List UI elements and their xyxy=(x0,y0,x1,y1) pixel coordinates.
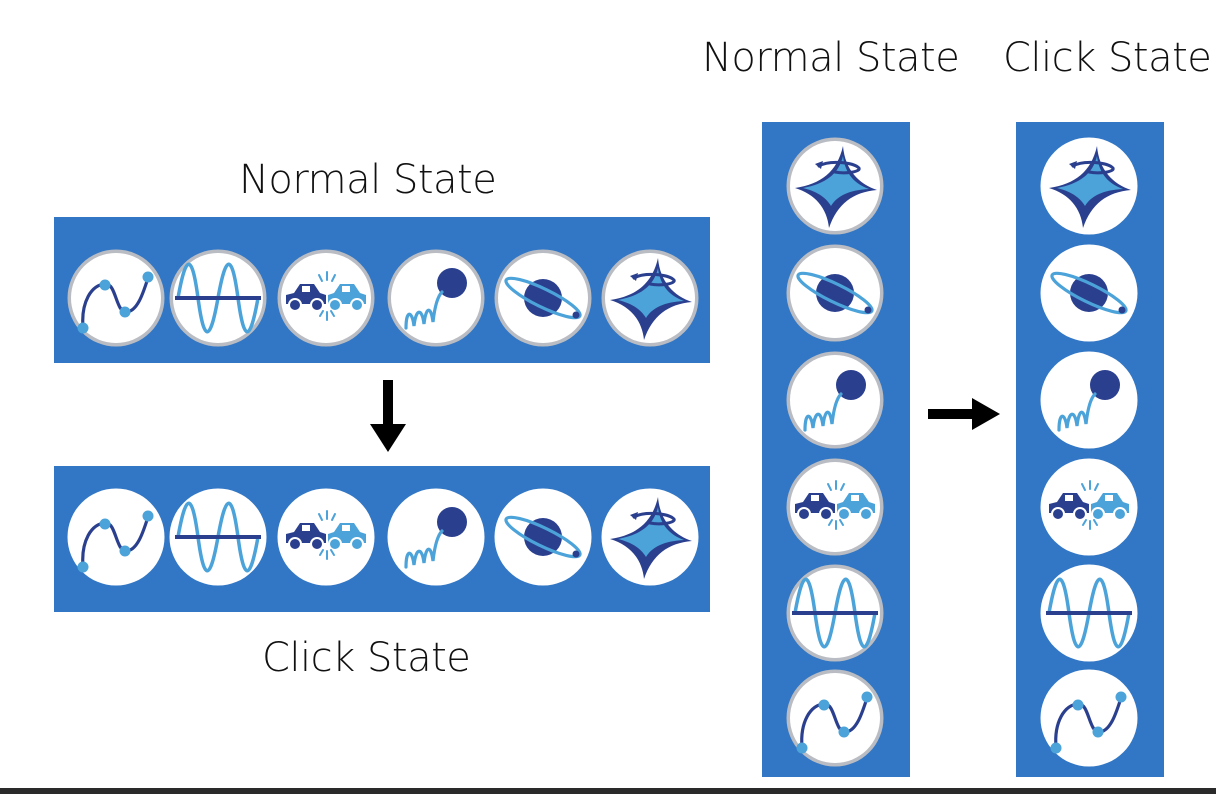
spinning-top-icon xyxy=(1040,137,1138,235)
orbit-icon xyxy=(1040,244,1138,342)
h-click-top-button[interactable] xyxy=(600,487,700,587)
curve-icon xyxy=(67,249,165,347)
v-normal-ball-button[interactable] xyxy=(785,350,885,450)
sine-wave-icon xyxy=(786,564,884,662)
bouncing-ball-icon xyxy=(786,351,884,449)
h-click-curve-button[interactable] xyxy=(66,487,166,587)
v-normal-crash-button[interactable] xyxy=(785,457,885,557)
v-normal-curve-button[interactable] xyxy=(785,668,885,768)
h-click-orbit-button[interactable] xyxy=(493,487,593,587)
v-normal-top-button[interactable] xyxy=(785,136,885,236)
car-crash-icon xyxy=(277,488,375,586)
horizontal-normal-state-label: Normal State xyxy=(239,157,497,203)
v-click-ball-button[interactable] xyxy=(1039,350,1139,450)
car-crash-icon xyxy=(1040,458,1138,556)
v-click-crash-button[interactable] xyxy=(1039,457,1139,557)
curve-icon xyxy=(67,488,165,586)
bouncing-ball-icon xyxy=(387,249,485,347)
spinning-top-icon xyxy=(601,249,699,347)
h-normal-sine-button[interactable] xyxy=(168,248,268,348)
v-click-curve-button[interactable] xyxy=(1039,668,1139,768)
v-click-sine-button[interactable] xyxy=(1039,563,1139,663)
orbit-icon xyxy=(494,249,592,347)
car-crash-icon xyxy=(277,249,375,347)
h-normal-crash-button[interactable] xyxy=(276,248,376,348)
orbit-icon xyxy=(786,244,884,342)
h-click-ball-button[interactable] xyxy=(386,487,486,587)
h-normal-ball-button[interactable] xyxy=(386,248,486,348)
horizontal-click-state-label: Click State xyxy=(262,635,471,681)
spinning-top-icon xyxy=(786,137,884,235)
curve-icon xyxy=(786,669,884,767)
vertical-normal-state-label: Normal State xyxy=(702,35,960,81)
v-click-orbit-button[interactable] xyxy=(1039,243,1139,343)
vertical-click-state-label: Click State xyxy=(1003,35,1212,81)
orbit-icon xyxy=(494,488,592,586)
sine-wave-icon xyxy=(1040,564,1138,662)
h-normal-orbit-button[interactable] xyxy=(493,248,593,348)
down-arrow-icon xyxy=(370,380,406,452)
car-crash-icon xyxy=(786,458,884,556)
h-click-sine-button[interactable] xyxy=(168,487,268,587)
spinning-top-icon xyxy=(601,488,699,586)
sine-wave-icon xyxy=(169,488,267,586)
h-click-crash-button[interactable] xyxy=(276,487,376,587)
bouncing-ball-icon xyxy=(387,488,485,586)
h-normal-top-button[interactable] xyxy=(600,248,700,348)
v-click-top-button[interactable] xyxy=(1039,136,1139,236)
sine-wave-icon xyxy=(169,249,267,347)
h-normal-curve-button[interactable] xyxy=(66,248,166,348)
curve-icon xyxy=(1040,669,1138,767)
v-normal-sine-button[interactable] xyxy=(785,563,885,663)
bottom-divider xyxy=(0,788,1216,794)
v-normal-orbit-button[interactable] xyxy=(785,243,885,343)
bouncing-ball-icon xyxy=(1040,351,1138,449)
right-arrow-icon xyxy=(928,398,1000,430)
